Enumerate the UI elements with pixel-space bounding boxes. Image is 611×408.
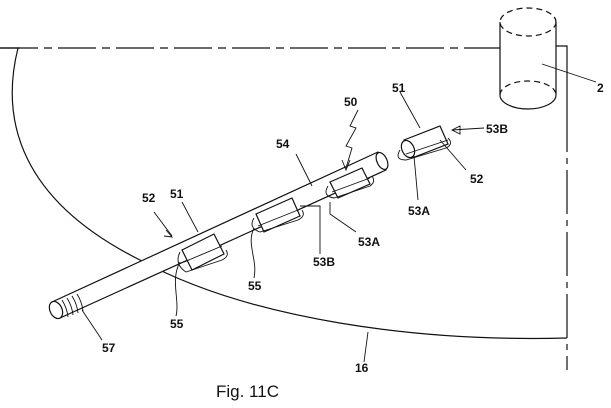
arrowhead-50 <box>341 159 351 172</box>
leader-57 <box>81 309 103 341</box>
label-50: 50 <box>344 95 358 109</box>
grip-57 <box>61 293 84 318</box>
label-52-left: 52 <box>142 191 156 205</box>
label-52-detached: 52 <box>470 172 484 186</box>
label-53B-detached: 53B <box>486 122 508 136</box>
clip-middle <box>251 197 304 233</box>
figure-caption: Fig. 11C <box>216 382 279 401</box>
rod-54 <box>48 151 389 320</box>
leader-50-zigzag <box>345 109 359 169</box>
leader-53A-detached <box>413 155 419 201</box>
leader-52-left <box>153 211 173 237</box>
arrowhead-53B-detached <box>450 125 461 135</box>
label-53B-mid: 53B <box>313 255 335 269</box>
label-55-left: 55 <box>170 317 184 331</box>
label-51-left: 51 <box>170 187 184 201</box>
leader-51-left <box>181 201 199 233</box>
leader-51-detached <box>399 91 421 129</box>
label-57: 57 <box>102 341 116 355</box>
clip-right <box>325 167 375 199</box>
label-51-detached: 51 <box>392 81 406 95</box>
clip-left <box>177 233 228 273</box>
label-2: 2 <box>597 81 604 95</box>
leader-55-left <box>174 261 181 317</box>
label-54: 54 <box>276 137 290 151</box>
leader-16 <box>363 331 369 363</box>
clip-detached <box>397 125 451 161</box>
leader-53B-detached <box>451 127 485 131</box>
label-55-mid: 55 <box>248 279 262 293</box>
label-16: 16 <box>355 361 369 375</box>
leader-53B-mid <box>300 205 321 254</box>
label-53A-detached: 53A <box>408 204 430 218</box>
label-53A-mid: 53A <box>358 235 380 249</box>
leader-53A-mid <box>329 202 357 233</box>
leader-52-detached <box>439 139 467 171</box>
tank-cylinder <box>499 7 557 110</box>
boundary-corner <box>556 45 568 108</box>
arrowhead-52-left <box>163 229 174 238</box>
leader-54 <box>295 153 313 187</box>
leader-55-mid <box>250 227 256 279</box>
leader-2 <box>541 63 597 83</box>
